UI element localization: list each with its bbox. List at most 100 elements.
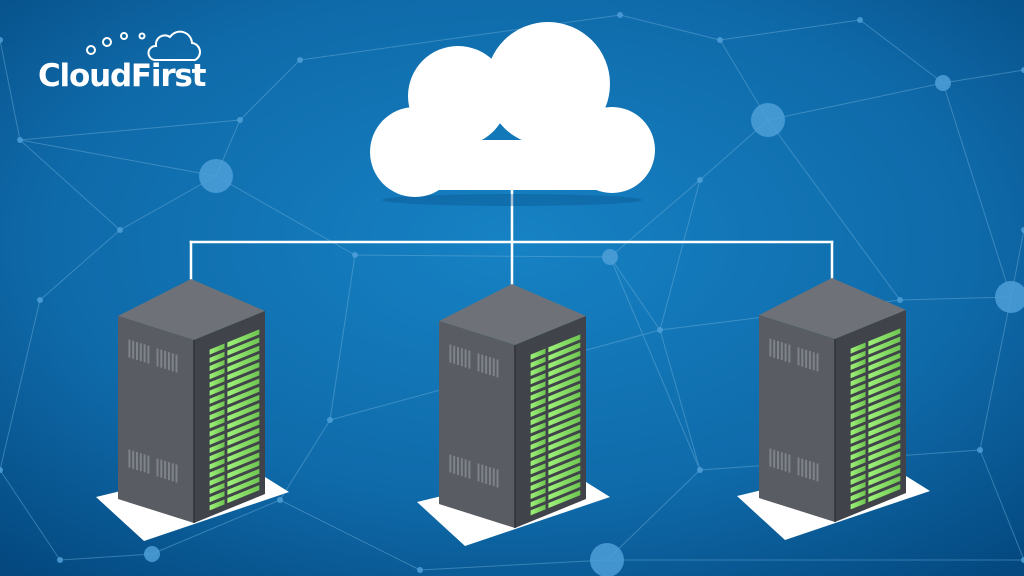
rack-drive-slot xyxy=(530,373,546,385)
rack-drive-slot xyxy=(548,449,581,468)
rack-drive-slot xyxy=(227,394,260,413)
rack-drive-slot xyxy=(868,475,901,494)
rack-drive-slot xyxy=(548,465,581,484)
network-line xyxy=(979,449,1024,561)
network-node xyxy=(57,557,63,563)
rack-drive-slot xyxy=(227,485,260,504)
rack-drive-slot xyxy=(530,471,546,483)
rack-drive-slot xyxy=(209,482,225,495)
cloud-icon xyxy=(370,22,655,197)
rack-drive-slot xyxy=(227,435,260,454)
network-line xyxy=(19,139,121,231)
network-node xyxy=(657,327,663,333)
network-line xyxy=(19,119,241,141)
rack-drive-slot xyxy=(227,353,260,372)
network-line xyxy=(0,469,61,561)
network-line xyxy=(151,499,281,555)
rack-drive-slot xyxy=(548,391,581,410)
rack-drive-slot xyxy=(227,386,260,405)
rack-drive-slot xyxy=(227,460,260,479)
rack-drive-slot xyxy=(530,463,546,475)
network-line xyxy=(419,559,608,571)
rack-drive-slot xyxy=(530,479,546,491)
rack-drive-slot xyxy=(530,487,546,500)
rack-drive-slot xyxy=(548,399,581,418)
rack-drive-slot xyxy=(548,342,581,361)
rack-drive-slot xyxy=(850,416,866,428)
network-line xyxy=(279,419,331,501)
rack-drive-slot xyxy=(227,476,260,495)
rack-drive-slot xyxy=(868,369,901,388)
network-node xyxy=(17,137,23,143)
rack-drive-slot xyxy=(548,490,581,509)
network-node xyxy=(37,297,43,303)
network-node xyxy=(617,12,623,18)
rack-drive-slot xyxy=(548,408,581,427)
rack-drive-slot xyxy=(548,358,581,377)
network-line xyxy=(59,553,153,561)
network-node xyxy=(144,546,160,562)
rack-drive-slot xyxy=(850,473,866,485)
rack-drive-slot xyxy=(209,376,225,388)
network-node xyxy=(857,17,863,23)
rack-drive-slot xyxy=(868,443,901,462)
rack-drive-slot xyxy=(850,391,866,403)
rack-drive-slot xyxy=(548,440,581,459)
rack-drive-slot xyxy=(227,419,260,438)
network-node xyxy=(977,447,983,453)
rack-drive-slot xyxy=(209,450,225,462)
rack-drive-slot xyxy=(530,405,546,418)
rack-drive-slot xyxy=(548,383,581,402)
logo-cloud-icon xyxy=(86,30,201,61)
rack-drive-slot xyxy=(868,451,901,470)
rack-side-panel xyxy=(759,315,835,522)
network-line xyxy=(719,19,861,41)
rack-drive-slot xyxy=(209,392,225,404)
network-node xyxy=(237,117,243,123)
rack-drive-slot xyxy=(209,384,225,396)
network-line xyxy=(609,256,701,471)
rack-drive-slot xyxy=(227,411,260,430)
rack-drive-slot xyxy=(850,465,866,477)
network-line xyxy=(609,256,661,331)
network-node xyxy=(897,297,903,303)
rack-drive-slot xyxy=(209,466,225,478)
rack-drive-slot xyxy=(850,399,866,412)
network-node xyxy=(935,75,951,91)
rack-drive-slot xyxy=(530,381,546,393)
network-line xyxy=(0,39,21,141)
rack-drive-slot xyxy=(548,350,581,369)
rack-drive-slot xyxy=(227,444,260,463)
rack-drive-slot xyxy=(850,498,866,510)
rack-drive-slot xyxy=(548,473,581,492)
rack-drive-slot xyxy=(209,417,225,429)
rack-drive-slot xyxy=(530,504,546,516)
rack-drive-slot xyxy=(868,434,901,453)
rack-drive-slot xyxy=(227,468,260,487)
logo-wordmark: CloudFirst xyxy=(38,58,206,94)
network-line xyxy=(329,254,356,421)
server-group xyxy=(96,278,930,546)
rack-drive-slot xyxy=(530,496,546,508)
rack-drive-slot xyxy=(850,375,866,387)
rack-drive-slot xyxy=(868,352,901,371)
rack-drive-slot xyxy=(209,499,225,511)
rack-drive-slot xyxy=(530,348,546,360)
rack-drive-slot xyxy=(868,418,901,437)
rack-drive-slot xyxy=(530,389,546,401)
rack-drive-slot xyxy=(209,368,225,380)
rack-drive-slot xyxy=(868,344,901,363)
rack-drive-slot xyxy=(530,397,546,409)
rack-drive-slot xyxy=(850,490,866,502)
network-line xyxy=(942,69,1024,84)
rack-drive-slot xyxy=(548,367,581,386)
rack-drive-slot xyxy=(850,432,866,444)
rack-drive-slot xyxy=(227,378,260,397)
rack-drive-slot xyxy=(868,459,901,478)
network-line xyxy=(979,296,1012,451)
rack-drive-slot xyxy=(868,402,901,421)
rack-drive-slot xyxy=(850,449,866,461)
network-node xyxy=(0,467,3,473)
rack-drive-slot xyxy=(530,364,546,377)
